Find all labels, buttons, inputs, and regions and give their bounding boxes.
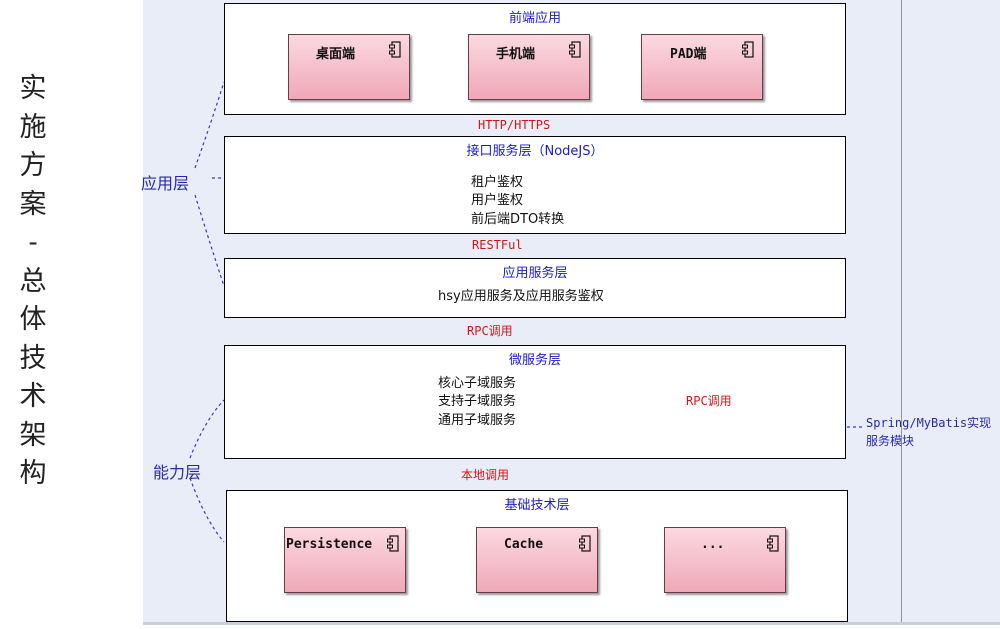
connector-label: HTTP/HTTPS	[478, 118, 551, 132]
side-title-char: 案	[19, 188, 47, 220]
component-icon	[389, 41, 401, 58]
component-label: PAD端	[670, 47, 707, 62]
component-label: Persistence	[286, 537, 373, 552]
component-persistence[interactable]: Persistence	[284, 527, 406, 593]
side-title-char: -	[28, 227, 38, 258]
side-title-char: 技	[19, 342, 47, 374]
frontend-title: 前端应用	[508, 11, 561, 26]
app-service-box: 应用服务层	[224, 258, 846, 318]
component-desktop[interactable]: 桌面端	[288, 34, 410, 100]
layer-label-application: 应用层	[141, 174, 190, 193]
side-title-char: 总	[19, 265, 47, 297]
interface-item: 租户鉴权	[471, 175, 524, 190]
component-label: 桌面端	[316, 47, 356, 62]
interface-item: 用户鉴权	[471, 193, 524, 208]
component-mobile[interactable]: 手机端	[468, 34, 590, 100]
micro-service-box: 微服务层	[224, 345, 846, 459]
component-label: 手机端	[496, 47, 536, 62]
side-title-char: 构	[19, 458, 47, 489]
connector-label: RPC调用	[467, 324, 513, 338]
side-title-char: 实	[19, 73, 47, 104]
component-icon	[767, 535, 779, 552]
interface-title: 接口服务层（NodeJS）	[466, 144, 604, 159]
spring-mybatis-note: Spring/MyBatis实现服务模块	[866, 416, 992, 448]
infra-title: 基础技术层	[504, 498, 570, 513]
micro-service-title: 微服务层	[508, 353, 561, 368]
component-cache[interactable]: Cache	[476, 527, 598, 593]
micro-service-item: 通用子域服务	[438, 413, 517, 428]
interface-box: 接口服务层（NodeJS）	[224, 136, 846, 234]
micro-service-item: 核心子域服务	[438, 376, 517, 391]
component-pad[interactable]: PAD端	[641, 34, 763, 100]
component-icon	[579, 535, 591, 552]
swimlane-divider	[901, 0, 902, 622]
side-title-char: 架	[19, 419, 47, 451]
app-service-title: 应用服务层	[502, 266, 568, 281]
component-icon	[569, 41, 581, 58]
component-more[interactable]: ...	[664, 527, 786, 593]
side-title: 实 施 方 案 - 总 体 技 术 架 构	[16, 70, 50, 494]
app-service-item: hsy应用服务及应用服务鉴权	[438, 289, 604, 304]
connector-label: 本地调用	[461, 468, 510, 482]
rpc-call-label: RPC调用	[686, 394, 732, 408]
component-label: Cache	[504, 537, 544, 552]
component-label: ...	[701, 537, 725, 552]
connector-label: RESTFul	[472, 238, 523, 252]
micro-service-item: 支持子域服务	[438, 394, 517, 409]
component-icon	[742, 41, 754, 58]
side-title-char: 体	[19, 304, 47, 335]
side-title-char: 施	[19, 111, 47, 143]
interface-item: 前后端DTO转换	[471, 212, 565, 227]
side-title-char: 术	[19, 381, 47, 412]
component-icon	[387, 535, 399, 552]
layer-label-capability: 能力层	[153, 463, 202, 482]
side-title-char: 方	[19, 150, 47, 181]
